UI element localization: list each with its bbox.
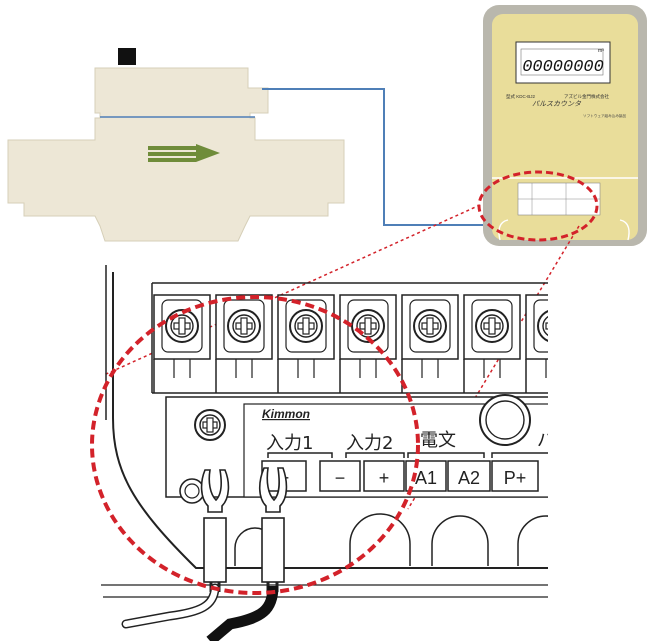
group-label-partial: パ bbox=[537, 430, 555, 451]
fork-terminal-icon bbox=[200, 467, 288, 592]
terminal-screw-icon bbox=[215, 294, 273, 393]
counter-sub-line: ソフトウェア組み込み製品 bbox=[583, 113, 627, 118]
group-label-power: 電文 bbox=[420, 430, 456, 451]
terminal-cell-3: A1 bbox=[405, 460, 447, 492]
terminal-cell-label: A2 bbox=[458, 468, 480, 488]
terminal-cell-1: − bbox=[319, 460, 361, 492]
terminal-cell-4: A2 bbox=[447, 460, 491, 492]
terminal-cell-label: A1 bbox=[415, 468, 437, 488]
counter-product-name: パルスカウンタ bbox=[532, 100, 582, 108]
terminal-screw-row bbox=[153, 294, 548, 393]
terminal-screw-icon bbox=[339, 294, 397, 393]
terminal-cell-label: P+ bbox=[504, 468, 527, 488]
terminal-cell-2: + bbox=[363, 460, 405, 492]
terminal-screw-icon bbox=[463, 294, 521, 393]
terminal-cell-label: + bbox=[379, 468, 390, 488]
counter-digits: 00000000 bbox=[522, 58, 604, 77]
pulse-counter: 00000000 m³ 型式 KDC-BJ2 アズビル金門株式会社 パルスカウン… bbox=[483, 5, 647, 246]
terminal-screw-icon bbox=[525, 294, 548, 393]
counter-model-line: 型式 KDC-BJ2 bbox=[506, 93, 536, 99]
counter-unit: m³ bbox=[598, 48, 604, 54]
signal-cable bbox=[262, 88, 540, 226]
terminal-cell-label: − bbox=[335, 468, 346, 488]
terminal-screw-icon bbox=[194, 409, 226, 441]
terminal-screw-icon bbox=[153, 294, 211, 393]
water-meter bbox=[7, 48, 345, 242]
terminal-screw-icon bbox=[401, 294, 459, 393]
group-label-input1: 入力1 bbox=[266, 433, 313, 454]
flow-direction-arrow-icon bbox=[148, 144, 220, 162]
group-label-input2: 入力2 bbox=[346, 433, 393, 454]
terminal-cell-5: P+ bbox=[491, 460, 539, 492]
meter-sensor-cap bbox=[118, 48, 136, 65]
brand-logo: Kimmon bbox=[262, 407, 310, 421]
terminal-callout-circle bbox=[90, 295, 420, 595]
counter-maker-line: アズビル金門株式会社 bbox=[564, 93, 609, 100]
